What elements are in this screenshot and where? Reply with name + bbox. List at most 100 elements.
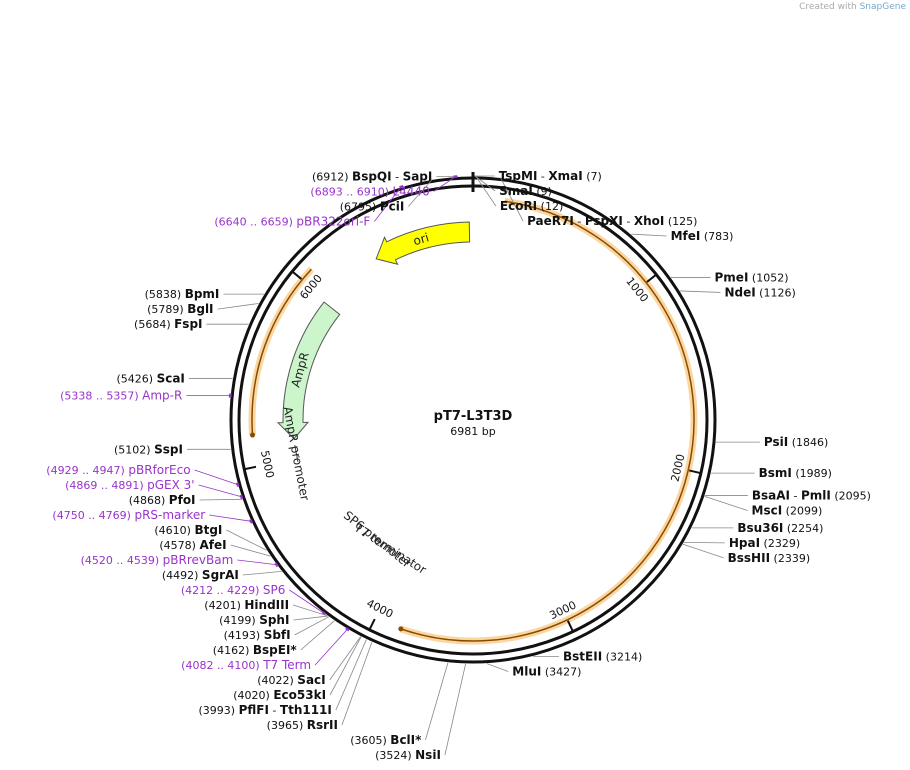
scale-tick [646, 273, 657, 283]
enzyme-name: EcoRI [500, 199, 537, 213]
orf-arrow-tip [250, 432, 256, 438]
position-text: (3965) [267, 719, 307, 732]
position-text: (6795) [340, 200, 380, 213]
enzyme-name: HindIII [244, 598, 289, 612]
position-text: (1846) [788, 436, 828, 449]
position-text: (1052) [748, 271, 788, 284]
restriction-site-label: (4020) Eco53kI [233, 688, 326, 702]
plasmid-name: pT7-L3T3D [434, 409, 513, 424]
site-leader [486, 663, 509, 672]
enzyme-name: Eco53kI [273, 688, 326, 702]
position-text: (4750 .. 4769) [52, 509, 134, 522]
site-leader [682, 543, 724, 559]
position-text: (12) [537, 200, 563, 213]
position-text: (5789) [147, 303, 187, 316]
primer-mark [321, 611, 327, 616]
position-text: (7) [583, 170, 602, 183]
primer-leader [209, 514, 252, 522]
position-text: (6893 .. 6910) [310, 185, 392, 198]
position-text: (4199) [219, 614, 259, 627]
scale-tick [688, 469, 702, 475]
position-text: - [790, 490, 801, 503]
restriction-site-label: (4193) SbfI [224, 628, 291, 642]
orf-arc [251, 268, 312, 436]
scale-tick-label: 4000 [364, 597, 395, 621]
site-leader [704, 496, 748, 511]
t7-terminator-label: T7 terminator [351, 520, 429, 577]
position-text: (4578) [159, 539, 199, 552]
enzyme-name: XhoI [634, 214, 665, 228]
restriction-site-label: MscI (2099) [752, 504, 823, 518]
restriction-site-label: EcoRI (12) [500, 199, 563, 213]
restriction-site-label: BsaAI - PmlI (2095) [752, 489, 871, 503]
primer-label: (4212 .. 4229) SP6 [181, 583, 286, 597]
enzyme-name: PsiI [764, 435, 788, 449]
primer-name: pGEX 3' [147, 478, 194, 492]
restriction-site-label: (4162) BspEI* [213, 643, 298, 657]
position-text: - [269, 704, 280, 717]
credit-brand: SnapGene [859, 2, 906, 12]
ampr-promoter-arrow [294, 445, 299, 462]
enzyme-name: BspQI [352, 169, 392, 183]
position-text: (4520 .. 4539) [81, 554, 163, 567]
restriction-site-label: BsmI (1989) [759, 466, 832, 480]
position-text: (2099) [782, 505, 822, 518]
primer-label: (4929 .. 4947) pBRforEco [46, 463, 190, 477]
site-leader [300, 620, 335, 651]
restriction-site-label: PaeR7I - PspXI - XhoI (125) [527, 214, 697, 228]
position-text: - [392, 170, 403, 183]
position-text: (5426) [117, 372, 157, 385]
enzyme-name: SspI [154, 442, 183, 456]
enzyme-name: HpaI [729, 536, 760, 550]
enzyme-name: Bsu36I [737, 521, 783, 535]
site-leader [226, 529, 267, 551]
primer-label: (4750 .. 4769) pRS-marker [52, 508, 205, 522]
enzyme-name: MluI [512, 664, 541, 678]
site-leader [500, 177, 524, 222]
position-text: (4082 .. 4100) [181, 659, 263, 672]
label-leaders [186, 175, 760, 756]
restriction-site-label: SmaI (9) [499, 184, 552, 198]
scale-tick-label: 2000 [668, 453, 687, 483]
site-leader [329, 636, 362, 696]
restriction-site-label: (5426) ScaI [117, 371, 185, 385]
enzyme-name: MscI [752, 504, 783, 518]
enzyme-name: SbfI [264, 628, 291, 642]
position-text: (4929 .. 4947) [46, 464, 128, 477]
position-text: (3993) [198, 704, 238, 717]
position-text: (2339) [770, 552, 810, 565]
site-leader [242, 571, 282, 576]
position-text: (2254) [783, 522, 823, 535]
restriction-site-label: (5789) BglI [147, 302, 213, 316]
site-leader [329, 636, 362, 681]
enzyme-name: BtgI [194, 523, 222, 537]
position-text: (4868) [129, 494, 169, 507]
orf-arc [400, 200, 695, 642]
position-text: - [537, 170, 548, 183]
site-labels: TspMI - XmaI (7)SmaI (9)EcoRI (12)PaeR7I… [46, 169, 871, 762]
enzyme-name: BstEII [563, 649, 602, 663]
enzyme-name: MfeI [671, 229, 701, 243]
ori-arrow [375, 221, 471, 266]
site-leader [474, 175, 496, 192]
enzyme-name: SgrAI [202, 568, 239, 582]
primer-leader [237, 559, 277, 566]
plasmid-backbone [229, 172, 717, 664]
primer-name: T7 Term [262, 658, 311, 672]
primer-label: (5338 .. 5357) Amp-R [60, 389, 182, 403]
position-text: (3427) [541, 665, 581, 678]
position-text: (9) [533, 185, 552, 198]
enzyme-name: BsaAI [752, 489, 790, 503]
enzyme-name: BclI* [390, 733, 422, 747]
primer-mark [249, 518, 253, 524]
position-text: (1989) [792, 467, 832, 480]
site-leader [425, 662, 449, 741]
restriction-site-label: (5838) BpmI [145, 287, 220, 301]
enzyme-name: TspMI [499, 169, 538, 183]
enzyme-name: PmlI [801, 489, 831, 503]
position-text: (2329) [760, 537, 800, 550]
restriction-site-label: (4578) AfeI [159, 538, 226, 552]
restriction-site-label: NdeI (1126) [724, 285, 795, 299]
position-text: - [623, 215, 634, 228]
